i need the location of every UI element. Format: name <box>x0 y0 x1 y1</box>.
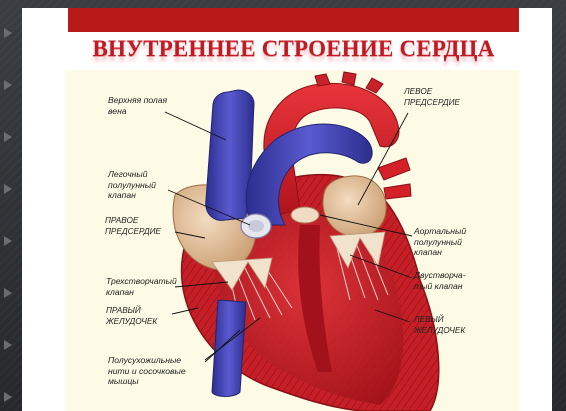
pulmonary-vein <box>378 158 410 180</box>
inferior-vena-cava <box>212 300 246 397</box>
label-pulmonary-valve: Легочный полулунный клапан <box>108 169 156 201</box>
label-mitral-valve: Двустворча- тый клапан <box>414 270 466 291</box>
label-chordae: Полусухожильные нити и сосочковые мышцы <box>108 355 186 387</box>
pulmonary-vein <box>384 184 411 199</box>
label-superior-vena-cava: Верхняя полая вена <box>108 95 167 116</box>
pulmonary-valve-inner <box>248 220 264 232</box>
aortic-valve <box>291 207 319 223</box>
label-aortic-valve: Аортальный полулунный клапан <box>414 226 466 258</box>
label-right-ventricle: ПРАВЫЙ ЖЕЛУДОЧЕК <box>106 306 157 327</box>
label-left-atrium: ЛЕВОЕ ПРЕДСЕРДИЕ <box>404 87 460 108</box>
label-right-atrium: ПРАВОЕ ПРЕДСЕРДИЕ <box>105 216 161 237</box>
label-left-ventricle: ЛЕВЫЙ ЖЕЛУДОЧЕК <box>414 315 465 336</box>
label-tricuspid-valve: Трехстворчатый клапан <box>106 276 177 297</box>
